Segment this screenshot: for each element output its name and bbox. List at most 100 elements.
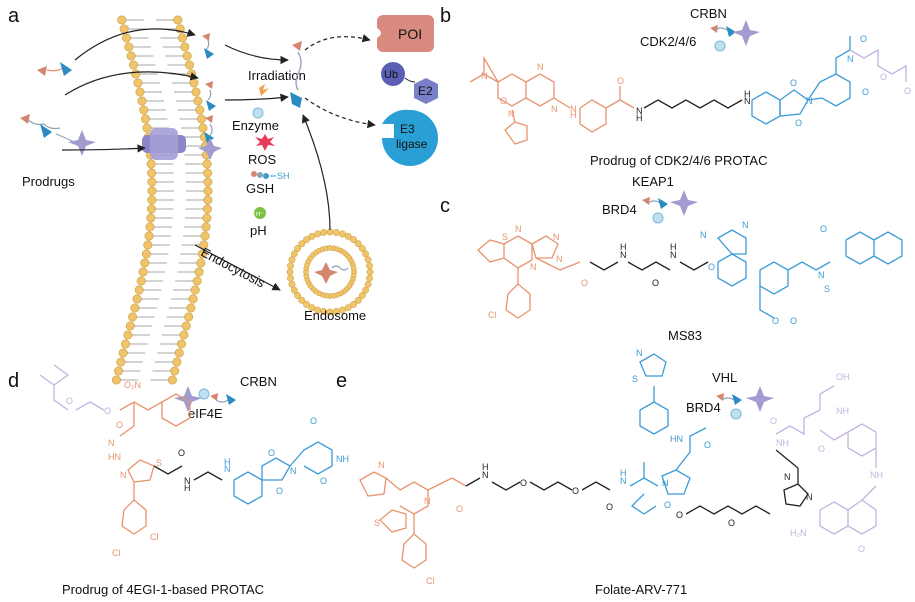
svg-text:H₂N: H₂N xyxy=(790,528,807,538)
svg-text:HN: HN xyxy=(670,434,683,444)
panel-e-e3-label: VHL xyxy=(712,370,737,385)
svg-text:O: O xyxy=(858,544,865,554)
svg-text:O: O xyxy=(456,504,463,514)
panel-d-target-label: eIF4E xyxy=(188,406,223,421)
irradiation-icon xyxy=(259,84,269,96)
svg-text:N: N xyxy=(556,254,563,264)
endosome-icon xyxy=(286,228,374,316)
svg-text:Cl: Cl xyxy=(112,548,121,558)
svg-text:NH: NH xyxy=(836,406,849,416)
svg-text:O: O xyxy=(676,510,683,520)
svg-text:S: S xyxy=(156,458,162,468)
svg-text:O₂N: O₂N xyxy=(124,380,141,390)
uptake-arrow-2 xyxy=(64,71,199,96)
svg-text:N: N xyxy=(530,262,537,272)
panel-label-a: a xyxy=(8,5,20,27)
svg-text:N: N xyxy=(847,54,854,64)
svg-text:NH: NH xyxy=(336,454,349,464)
panel-c-schematic xyxy=(642,190,698,224)
panel-c-caption: MS83 xyxy=(668,328,702,343)
svg-text:O: O xyxy=(276,486,283,496)
gsh-label: GSH xyxy=(246,181,274,196)
endocytosis-arrow xyxy=(194,244,281,291)
panel-b-target-label: CDK2/4/6 xyxy=(640,34,696,49)
svg-text:N: N xyxy=(481,71,488,81)
panel-e-caption: Folate-ARV-771 xyxy=(595,582,687,597)
panel-label-b: b xyxy=(440,5,451,27)
panel-e-target-label: BRD4 xyxy=(686,400,721,415)
panel-d-caption: Prodrug of 4EGI-1-based PROTAC xyxy=(62,582,264,597)
panel-b-schematic xyxy=(710,20,760,52)
svg-text:N: N xyxy=(636,348,643,358)
svg-text:N: N xyxy=(620,250,627,260)
sh-label: SH xyxy=(277,171,290,181)
svg-text:HN: HN xyxy=(108,452,121,462)
svg-text:N: N xyxy=(537,62,544,72)
svg-text:O: O xyxy=(860,34,867,44)
svg-text:NH: NH xyxy=(776,438,789,448)
svg-text:N: N xyxy=(744,96,751,106)
svg-text:N: N xyxy=(120,470,127,480)
svg-text:O: O xyxy=(116,420,123,430)
intracellular-prodrug-1 xyxy=(202,33,214,59)
svg-text:O: O xyxy=(820,224,827,234)
endosome-release-arrow xyxy=(302,114,331,231)
svg-text:N: N xyxy=(553,232,560,242)
svg-text:O: O xyxy=(880,72,887,82)
e3-label-2: ligase xyxy=(396,137,428,151)
panel-label-e: e xyxy=(336,370,347,392)
endocytosis-label: Endocytosis xyxy=(199,244,268,290)
poi-label: POI xyxy=(398,26,422,42)
svg-text:O: O xyxy=(728,518,735,528)
svg-text:N: N xyxy=(508,109,515,119)
svg-text:O: O xyxy=(104,406,111,416)
binding-arrow-poi xyxy=(304,34,371,51)
svg-text:Cl: Cl xyxy=(150,532,159,542)
panel-b-structure: N O N N N H N O N H N H N O O N O O O xyxy=(469,34,911,145)
ros-label: ROS xyxy=(248,152,277,167)
svg-text:N: N xyxy=(636,106,643,116)
svg-text:N: N xyxy=(806,96,813,106)
e2-label: E2 xyxy=(418,84,433,98)
prodrug-icon-2 xyxy=(20,114,96,156)
panel-c-e3-label: KEAP1 xyxy=(632,174,674,189)
svg-text:N: N xyxy=(224,464,231,474)
h-plus-label: H⁺ xyxy=(256,211,264,218)
svg-text:N: N xyxy=(482,470,489,480)
svg-text:H: H xyxy=(744,89,751,99)
irradiation-label: Irradiation xyxy=(248,68,306,83)
svg-text:O: O xyxy=(708,262,715,272)
svg-text:N: N xyxy=(378,460,385,470)
svg-text:O: O xyxy=(772,316,779,326)
svg-text:N: N xyxy=(290,466,297,476)
panel-d-schematic xyxy=(174,386,236,412)
intracellular-prodrug-3 xyxy=(198,115,222,160)
svg-text:O: O xyxy=(818,444,825,454)
svg-text:H: H xyxy=(482,462,489,472)
activation-arrow-1 xyxy=(224,44,289,65)
svg-text:N: N xyxy=(670,250,677,260)
activation-arrow-2 xyxy=(224,93,289,102)
intracellular-prodrug-2 xyxy=(205,81,216,111)
gsh-icon xyxy=(251,171,276,179)
svg-text:N: N xyxy=(424,496,431,506)
svg-text:O: O xyxy=(617,76,624,86)
panel-e-structure: N S N Cl O N H O O O N H N O HN O N xyxy=(359,348,883,586)
ros-icon xyxy=(255,134,275,151)
svg-text:O: O xyxy=(862,87,869,97)
ub-label: Ub xyxy=(384,69,398,81)
svg-text:O: O xyxy=(770,416,777,426)
svg-text:S: S xyxy=(824,284,830,294)
ph-label: pH xyxy=(250,223,267,238)
binding-arrow-e3 xyxy=(304,97,376,129)
svg-text:Cl: Cl xyxy=(426,576,435,586)
svg-text:S: S xyxy=(632,374,638,384)
svg-text:O: O xyxy=(520,478,527,488)
svg-text:NH: NH xyxy=(870,470,883,480)
svg-text:OH: OH xyxy=(836,372,850,382)
e3-ligase-icon: E3 ligase xyxy=(382,109,438,166)
svg-text:O: O xyxy=(572,486,579,496)
panel-label-c: c xyxy=(440,195,450,217)
uptake-arrow-3 xyxy=(61,144,146,153)
